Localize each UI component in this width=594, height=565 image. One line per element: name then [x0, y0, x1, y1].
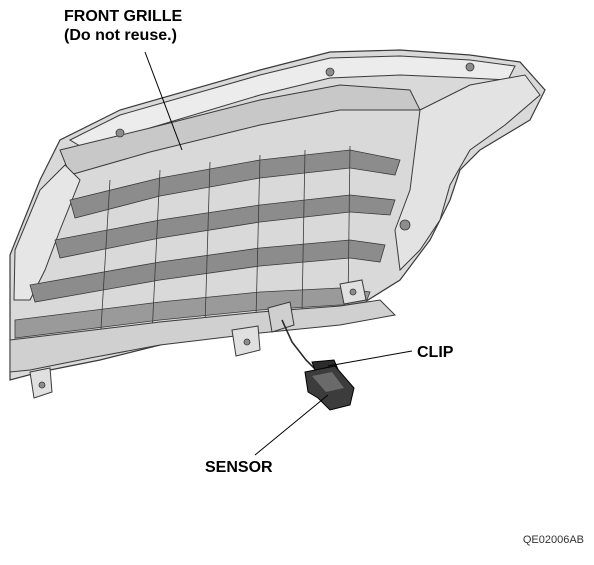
sensor-harness: [281, 319, 319, 373]
grille-ribs: [99, 145, 351, 346]
sensor-mount-boss: [267, 301, 295, 333]
grille-mount-holes: [38, 62, 475, 389]
front-grille-note: (Do not reuse.): [64, 27, 177, 44]
sensor-highlight: [312, 372, 344, 392]
sensor-label: SENSOR: [205, 459, 273, 476]
grille-right-bracket: [394, 74, 541, 272]
leader-clip: [327, 350, 413, 367]
grille-lower-rail: [9, 299, 397, 373]
grille-opening-1: [69, 149, 401, 219]
front-grille-label: FRONT GRILLE: [64, 8, 183, 25]
grille-opening-3: [29, 239, 386, 303]
figure-code: QE02006AB: [522, 534, 584, 546]
leader-front-grille: [144, 51, 183, 151]
clip-label: CLIP: [417, 344, 454, 361]
grille-left-post: [13, 164, 81, 301]
grille-opening-2: [54, 194, 396, 259]
leader-sensor: [254, 394, 329, 456]
